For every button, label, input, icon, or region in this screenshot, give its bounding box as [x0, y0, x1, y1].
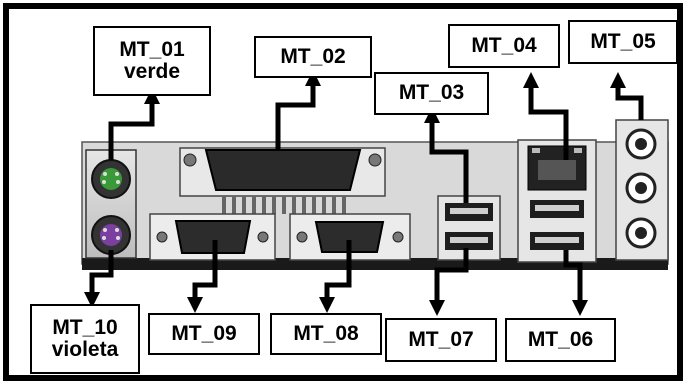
- ps2-ports: [85, 149, 137, 259]
- label-mt03: MT_03: [374, 72, 489, 115]
- leader-mt10: [83, 250, 114, 309]
- ps2-keyboard-socket: [100, 224, 122, 246]
- audio-jacks: [615, 119, 669, 261]
- label-mt02-code: MT_02: [280, 44, 346, 68]
- leader-mt03: [423, 106, 469, 203]
- label-mt08-code: MT_08: [293, 321, 359, 345]
- label-mt01-color: verde: [123, 60, 181, 83]
- label-mt08: MT_08: [270, 313, 382, 355]
- leader-mt07: [428, 248, 469, 317]
- label-mt07: MT_07: [385, 318, 497, 362]
- label-mt06-code: MT_06: [527, 327, 594, 351]
- label-mt06: MT_06: [505, 318, 616, 362]
- leader-mt06: [563, 250, 589, 317]
- parallel-port: [179, 147, 386, 197]
- leader-mt05: [609, 71, 644, 120]
- label-mt03-code: MT_03: [398, 81, 465, 105]
- label-mt09-code: MT_09: [171, 321, 237, 345]
- leader-mt09: [186, 240, 218, 314]
- leader-mt01: [108, 87, 161, 160]
- leader-mt04: [522, 71, 569, 160]
- lan-usb-block: [517, 139, 597, 263]
- label-mt05: MT_05: [568, 20, 678, 64]
- leader-mt08: [318, 240, 352, 314]
- label-mt09: MT_09: [148, 313, 260, 355]
- label-mt10-color: violeta: [51, 338, 119, 361]
- label-mt07-code: MT_07: [408, 327, 474, 351]
- vga-port: [289, 213, 411, 261]
- label-mt04: MT_04: [448, 24, 560, 68]
- leader-mt02: [275, 69, 322, 150]
- heatsink-fins: [222, 196, 346, 214]
- label-mt10: MT_10 violeta: [30, 304, 140, 374]
- label-mt01: MT_01 verde: [93, 26, 211, 96]
- usb-ports: [437, 195, 501, 261]
- label-mt04-code: MT_04: [471, 33, 537, 57]
- label-mt02: MT_02: [254, 36, 372, 78]
- ps2-mouse-socket: [100, 168, 122, 190]
- leader-lines: [83, 69, 644, 317]
- label-mt01-code: MT_01: [119, 37, 185, 61]
- label-mt10-code: MT_10: [52, 315, 118, 339]
- label-mt05-code: MT_05: [590, 29, 656, 53]
